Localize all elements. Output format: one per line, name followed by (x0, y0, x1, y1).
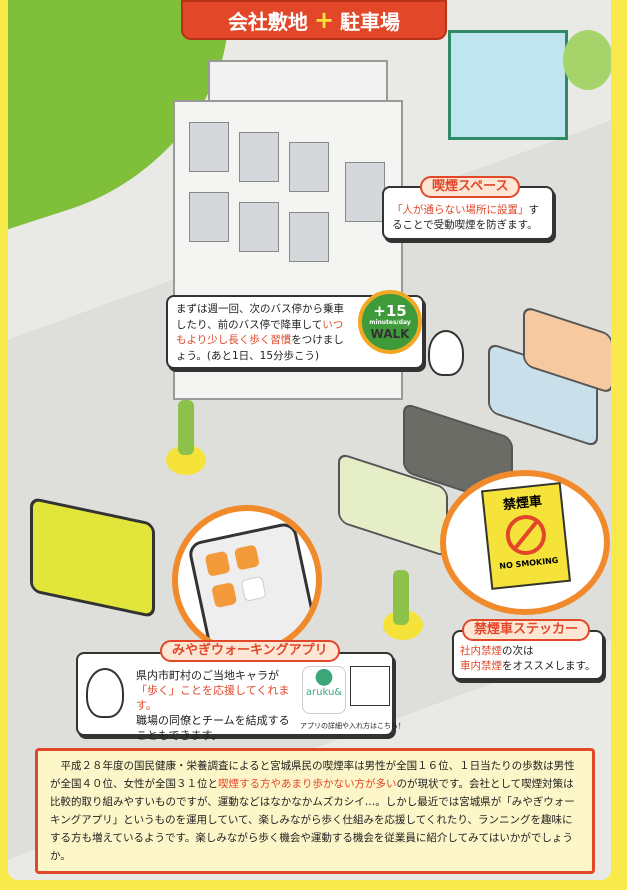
app-phone-callout (172, 505, 322, 655)
sticker-t2: をオススメします。 (502, 660, 596, 672)
smoking-highlight: 「人が通らない場所に設置」 (392, 204, 529, 216)
app-highlight: 「歩く」ことを応援してくれます。 (136, 684, 290, 712)
mascot-icon (86, 668, 124, 718)
walk-badge: +15 minutes/day WALK (358, 290, 422, 354)
smoking-text: することで受動喫煙を防ぎます。 (392, 204, 539, 231)
app-text1: 県内市町村のご当地キャラが (136, 669, 279, 682)
footprint-pin-icon: ● (314, 664, 334, 689)
title-left: 会社敷地 (227, 9, 308, 34)
no-smoking-icon (503, 513, 548, 557)
title-right: 駐車場 (340, 9, 401, 34)
sticker-h2: 車内禁煙 (460, 660, 502, 672)
qr-code[interactable] (350, 666, 390, 706)
title-plus: + (313, 6, 335, 34)
walking-person (178, 400, 194, 455)
qr-caption: アプリの詳細や入れ方はこちら！ (300, 722, 405, 730)
mascot-character (428, 330, 464, 376)
sticker-callout: 禁煙車 NO SMOKING (440, 470, 610, 615)
summary-box: 平成２８年度の国民健康・栄養調査によると宮城県民の喫煙率は男性が全国１６位、１日… (35, 748, 595, 874)
smoking-booth (448, 30, 568, 140)
sign-title: 禁煙車 (502, 494, 543, 514)
app-name: aruku& (305, 687, 343, 698)
walk-text2: をつけましょう。(あと1日、15分歩こう) (176, 334, 344, 362)
sticker-t1: の次は (502, 645, 534, 657)
page-title: 会社敷地 + 駐車場 (181, 0, 447, 40)
person-with-phone (393, 570, 409, 625)
summary-highlight: 喫煙する方やあまり歩かない方が多い (218, 778, 397, 790)
sign-text: NO SMOKING (498, 555, 559, 571)
app-text2: 職場の同僚とチームを結成することもできます。 (136, 714, 290, 742)
aruku-app-icon[interactable]: ● aruku& (302, 666, 346, 714)
badge-value: +15 (373, 301, 407, 320)
badge-word: WALK (370, 326, 410, 341)
no-smoking-sign: 禁煙車 NO SMOKING (480, 482, 572, 590)
sticker-label: 禁煙車ステッカー (462, 619, 591, 641)
badge-unit: minutes/day (369, 319, 411, 327)
bush (563, 30, 611, 90)
summary-text2: のが現状です。会社として喫煙対策は比較的取り組みやすいものですが、運動などはなか… (50, 778, 575, 862)
walk-highlight: いつもより少し長く歩く習慣 (176, 318, 344, 347)
walk-text1: まずは週一回、次のバス停から乗車したり、前のバス停で降車して (176, 303, 344, 331)
app-label: みやぎウォーキングアプリ (160, 640, 340, 662)
app-box: 県内市町村のご当地キャラが 「歩く」ことを応援してくれます。 職場の同僚とチーム… (76, 652, 405, 742)
smoking-space-label: 喫煙スペース (420, 176, 521, 198)
sticker-h1: 社内禁煙 (460, 645, 502, 657)
summary-text1: 平成２８年度の国民健康・栄養調査によると宮城県民の喫煙率は男性が全国１６位、１日… (50, 760, 575, 790)
